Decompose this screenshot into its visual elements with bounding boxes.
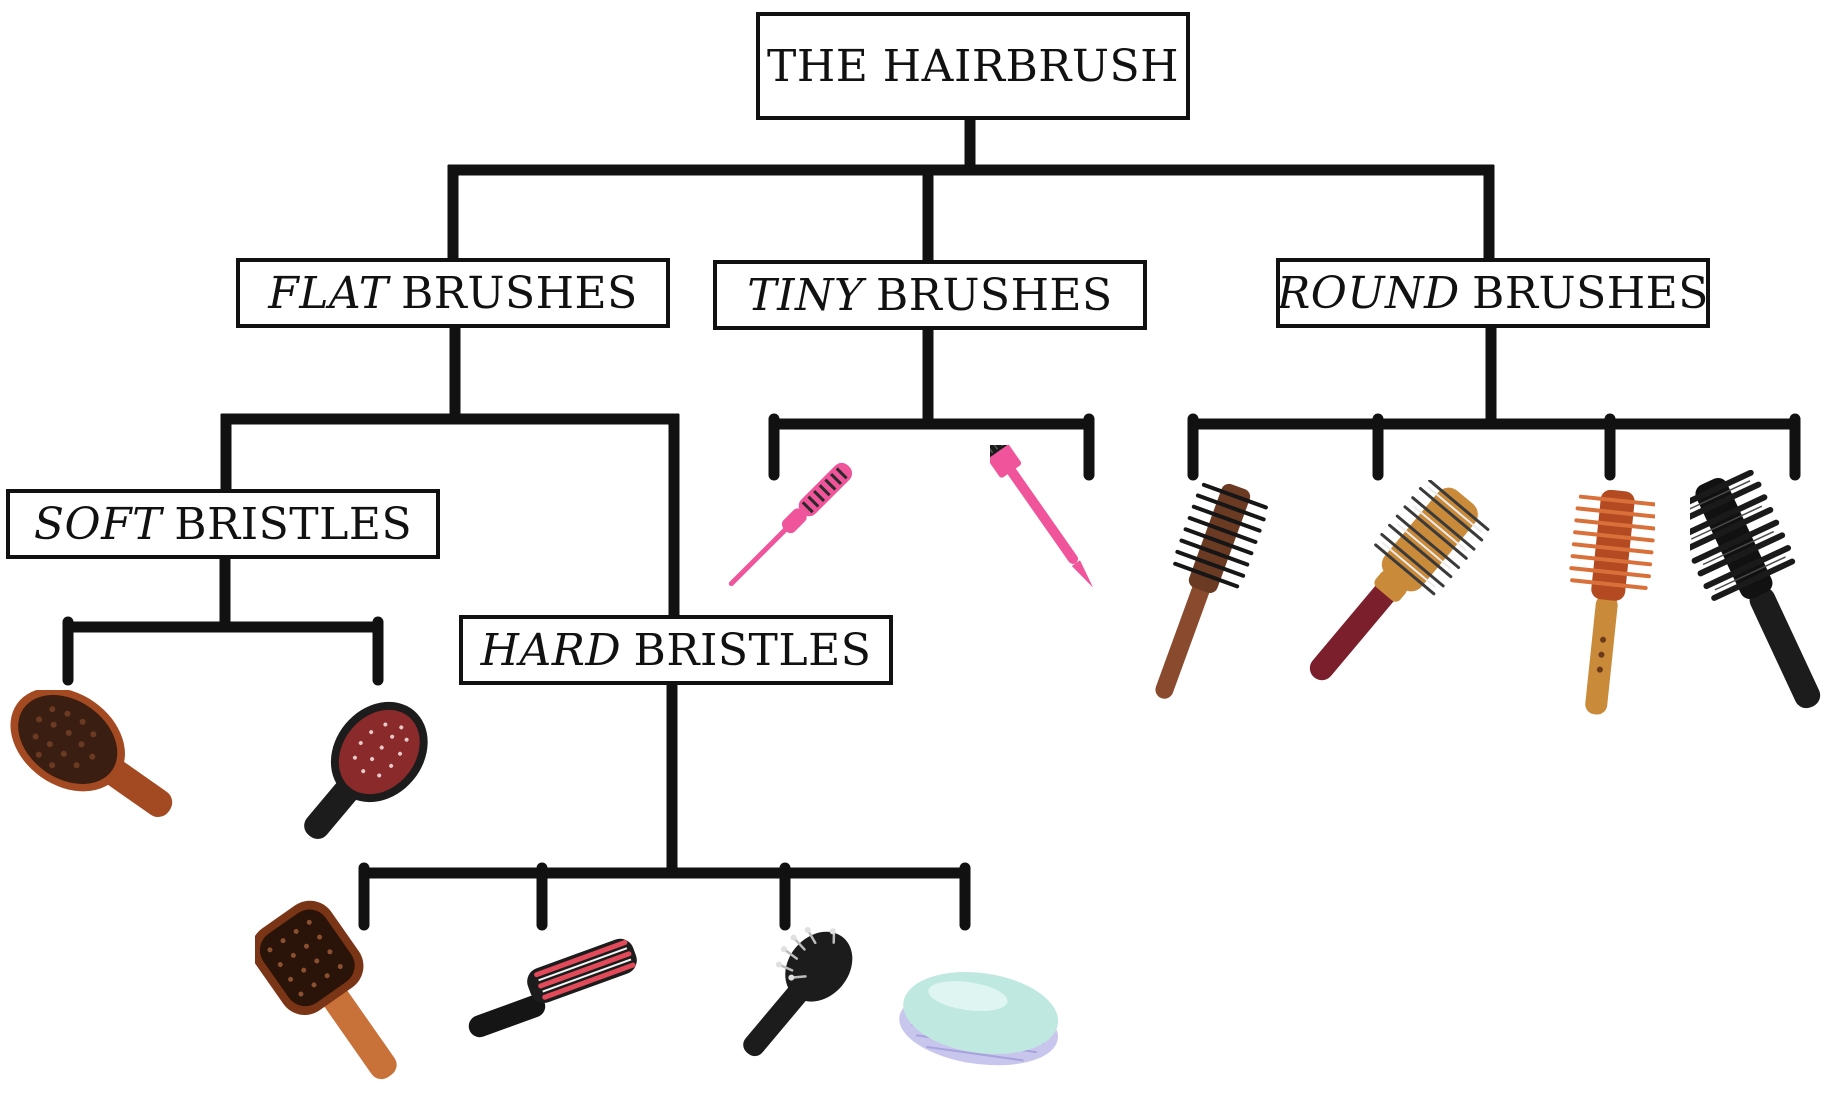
root-node: THE HAIRBRUSH: [756, 12, 1190, 120]
flat-brushes-node: FLAT BRUSHES: [236, 258, 670, 328]
root-label: THE HAIRBRUSH: [766, 40, 1180, 92]
denman-styling-brush-icon: [468, 938, 637, 1038]
hard-bristles-node: HARD BRISTLES: [459, 615, 893, 685]
tiny-emphasis: TINY: [747, 269, 864, 321]
tiny-label: BRUSHES: [875, 269, 1113, 321]
round-emphasis: ROUND: [1277, 267, 1460, 319]
black-cushion-brush-icon: [304, 701, 428, 839]
tiny-brushes-node: TINY BRUSHES: [713, 260, 1147, 330]
slim-round-boar-brush-icon: [1155, 482, 1268, 699]
soft-emphasis: SOFT: [33, 498, 162, 550]
ceramic-round-brush-icon: [1309, 480, 1490, 681]
detangler-brush-icon: [899, 971, 1059, 1066]
soft-bristles-node: SOFT BRISTLES: [6, 489, 440, 559]
wooden-paddle-brush-icon: [255, 900, 397, 1080]
round-label: BRUSHES: [1472, 267, 1709, 319]
soft-label: BRISTLES: [174, 498, 413, 550]
pink-edge-brush-icon: [990, 445, 1094, 588]
wooden-oval-boar-brush-icon: [10, 690, 173, 818]
black-round-boar-brush-icon: [1690, 470, 1821, 709]
flat-emphasis: FLAT: [268, 267, 389, 319]
hard-emphasis: HARD: [480, 624, 622, 676]
black-pin-brush-icon: [743, 927, 853, 1057]
pink-teasing-comb-icon: [728, 462, 853, 587]
hard-label: BRISTLES: [633, 624, 872, 676]
round-brushes-node: ROUND BRUSHES: [1276, 258, 1710, 328]
bamboo-round-brush-icon: [1569, 490, 1655, 715]
flat-label: BRUSHES: [400, 267, 638, 319]
